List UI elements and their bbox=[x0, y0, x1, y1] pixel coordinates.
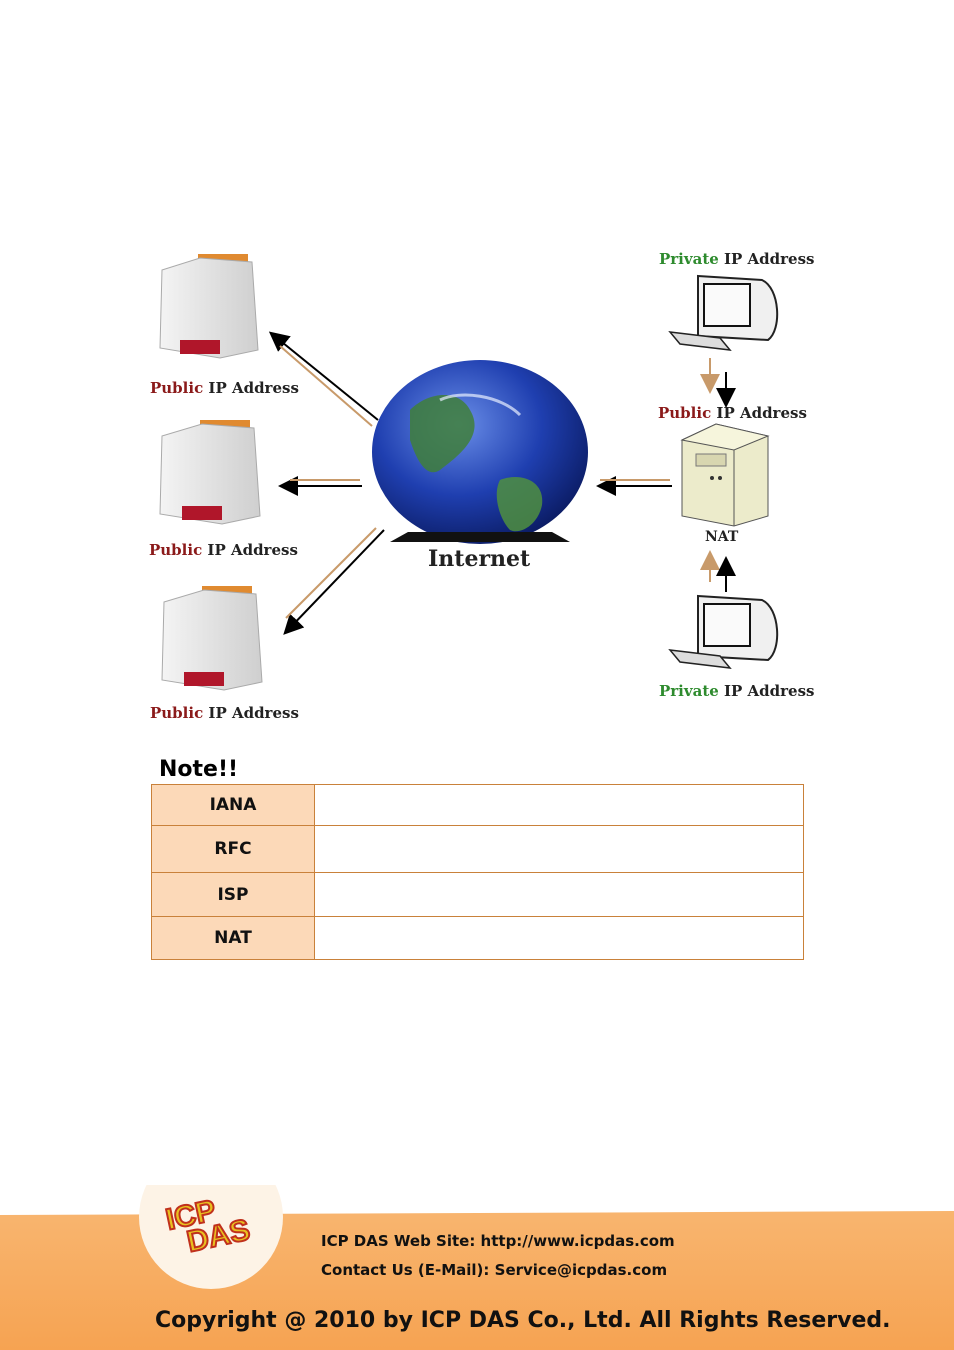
left-label-1: Public IP Address bbox=[150, 379, 299, 397]
term-cell: ISP bbox=[151, 872, 315, 917]
arrow-to-device-1 bbox=[268, 331, 379, 421]
device-icon-1 bbox=[159, 254, 259, 359]
right-label-mid: Public IP Address bbox=[658, 404, 807, 422]
term-cell: NAT bbox=[151, 916, 315, 960]
globe-icon bbox=[372, 360, 588, 544]
table-row: IANA bbox=[151, 784, 804, 826]
definition-cell bbox=[314, 784, 804, 826]
computer-icon-top bbox=[668, 274, 779, 351]
term-cell: RFC bbox=[151, 825, 315, 873]
definition-cell bbox=[314, 825, 804, 873]
glossary-table: IANA RFC ISP NAT bbox=[151, 784, 804, 960]
arrow-to-device-3 bbox=[283, 529, 385, 635]
right-label-top: Private IP Address bbox=[659, 250, 815, 268]
server-icon bbox=[680, 423, 770, 527]
internet-label: Internet bbox=[428, 546, 531, 572]
computer-icon-bottom bbox=[668, 594, 779, 669]
definition-cell bbox=[314, 916, 804, 960]
note-title: Note!! bbox=[159, 757, 239, 782]
term-cell: IANA bbox=[151, 784, 315, 826]
nat-label: NAT bbox=[705, 529, 739, 545]
device-icon-3 bbox=[161, 586, 263, 691]
arrow-to-device-3-tan bbox=[285, 527, 377, 619]
right-label-bottom: Private IP Address bbox=[659, 682, 815, 700]
left-label-3: Public IP Address bbox=[150, 704, 299, 722]
table-row: RFC bbox=[151, 825, 804, 873]
footer-website[interactable]: ICP DAS Web Site: http://www.icpdas.com bbox=[321, 1232, 675, 1250]
logo-circle bbox=[139, 1185, 283, 1289]
definition-cell bbox=[314, 872, 804, 917]
table-row: NAT bbox=[151, 916, 804, 960]
copyright-text: Copyright @ 2010 by ICP DAS Co., Ltd. Al… bbox=[155, 1308, 891, 1333]
table-row: ISP bbox=[151, 872, 804, 917]
footer-contact[interactable]: Contact Us (E-Mail): Service@icpdas.com bbox=[321, 1261, 668, 1279]
device-icon-2 bbox=[159, 420, 261, 525]
arrow-to-device-1-tan bbox=[279, 345, 373, 427]
network-diagram: Public IP Address Public IP Address Publ… bbox=[149, 250, 815, 722]
footer-band: ICP DAS bbox=[0, 1185, 954, 1350]
left-label-2: Public IP Address bbox=[149, 541, 298, 559]
